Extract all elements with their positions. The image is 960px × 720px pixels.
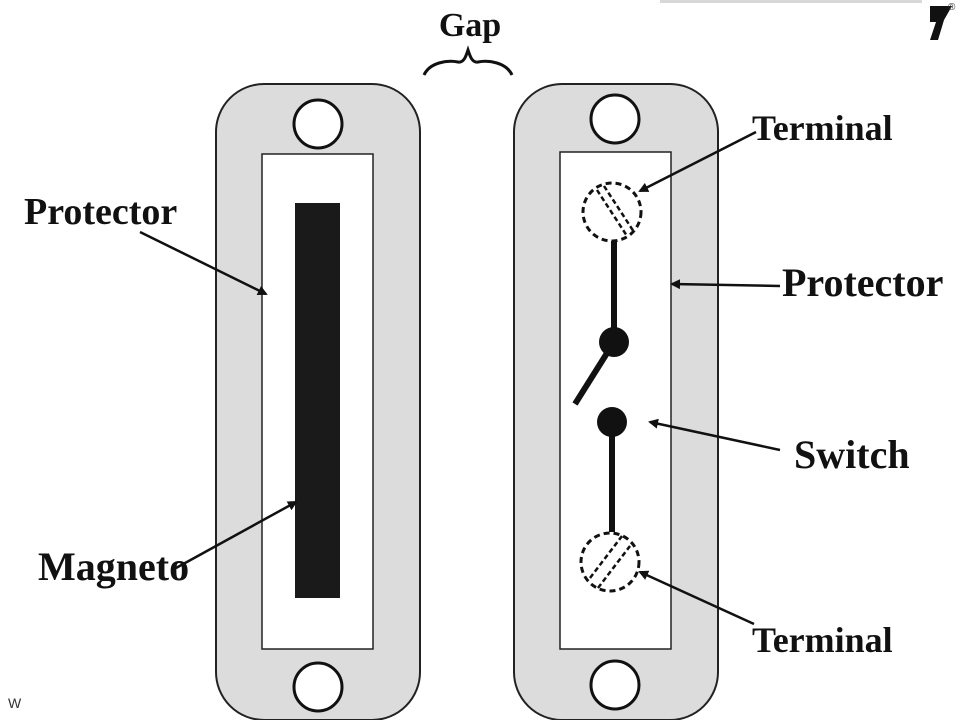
- terminal-bottom-label: Terminal: [752, 620, 893, 660]
- magneto-bar: [295, 203, 340, 598]
- magneto-arrow: [175, 500, 298, 570]
- terminal-top-label: Terminal: [752, 108, 893, 148]
- right-sensor-housing: [513, 83, 719, 720]
- terminal-top-arrow: [638, 130, 757, 193]
- left-sensor-housing: [215, 83, 421, 720]
- mounting-hole-top-left: [292, 98, 344, 150]
- mounting-hole-bottom-left: [292, 661, 344, 713]
- terminal-bottom: [579, 531, 641, 593]
- mounting-hole-bottom-right: [589, 659, 641, 711]
- registered-mark: ®: [948, 2, 956, 13]
- right-protector-arrow: [670, 279, 781, 290]
- callouts: Protector Magneto Terminal Protector Swi…: [24, 108, 943, 660]
- logo-fragment: ®: [660, 0, 956, 40]
- mounting-hole-top-right: [589, 93, 641, 145]
- switch-arrow: [648, 418, 781, 452]
- corner-mark: W: [8, 695, 22, 711]
- left-protector-label: Protector: [24, 191, 177, 233]
- left-protector-arrow: [139, 230, 268, 296]
- switch-label: Switch: [794, 432, 910, 477]
- terminal-top: [581, 181, 643, 243]
- magneto-label: Magneto: [38, 544, 189, 589]
- gap-label: Gap: [439, 7, 501, 44]
- terminal-bottom-arrow: [638, 570, 755, 626]
- gap-brace: [422, 45, 514, 76]
- switch-contacts: [572, 241, 629, 532]
- right-protector-label: Protector: [782, 260, 943, 305]
- gap-indicator: Gap: [422, 7, 514, 76]
